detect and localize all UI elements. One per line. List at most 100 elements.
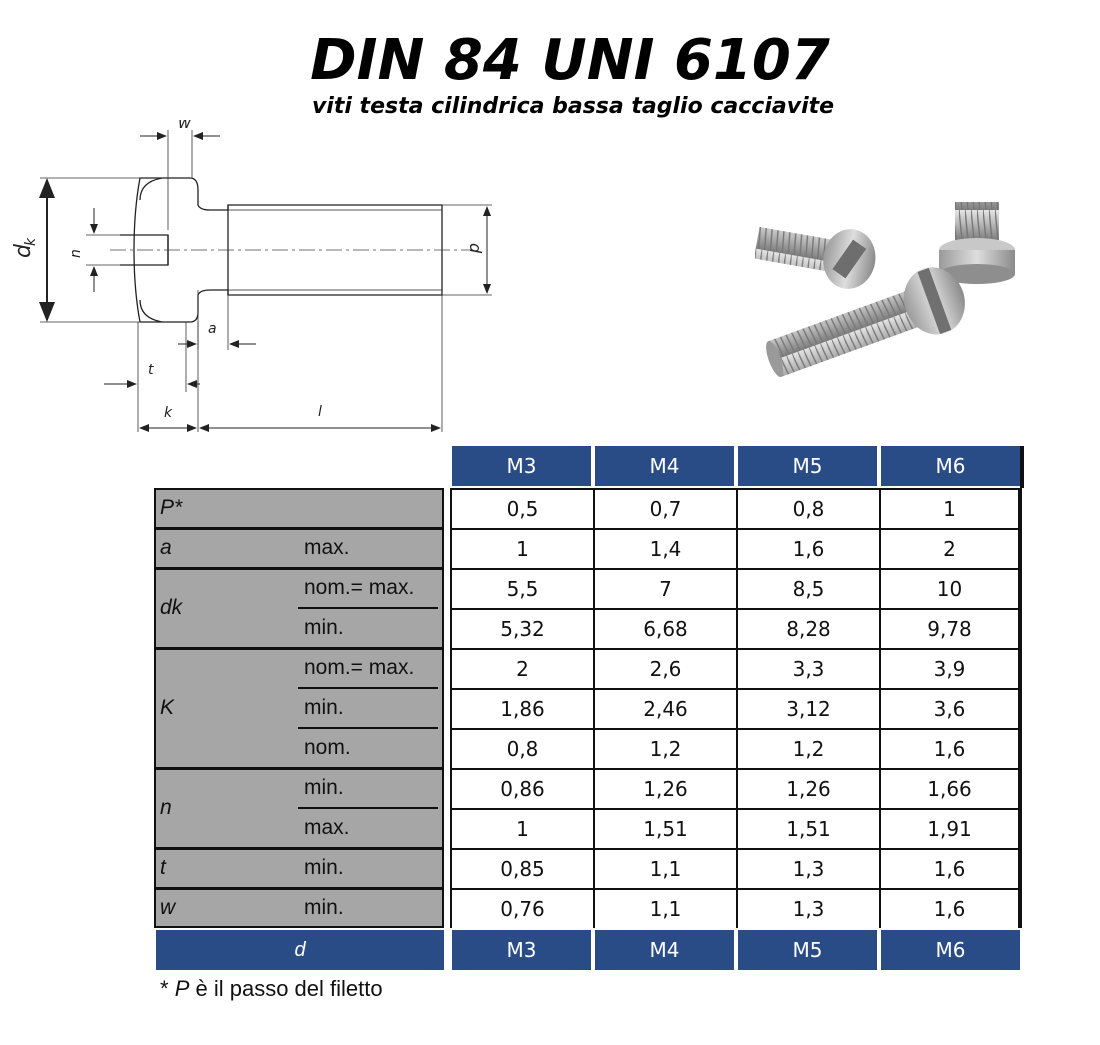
footnote: * P è il passo del filetto <box>160 976 383 1002</box>
table-value-cell: 0,8 <box>450 728 593 768</box>
sublabel-separator <box>298 887 438 889</box>
sublabel-separator <box>298 727 438 729</box>
table-footer-label: d <box>156 930 444 970</box>
label-column-bg <box>154 488 444 928</box>
table-value-cell: 7 <box>593 568 736 608</box>
table-footer-size: M6 <box>881 930 1020 970</box>
table-value-cell: 1,6 <box>879 888 1022 928</box>
page-subtitle: viti testa cilindrica bassa taglio cacci… <box>311 94 835 119</box>
table-value-cell: 2 <box>450 648 593 688</box>
dim-label-dk-sub: k <box>23 237 39 246</box>
table-value-cell: 1,66 <box>879 768 1022 808</box>
sublabel-separator <box>298 847 438 849</box>
table-footer-size: M4 <box>595 930 734 970</box>
table-value-cell: 1,1 <box>593 848 736 888</box>
sublabel-separator <box>298 527 438 529</box>
table-value-cell: 1,2 <box>593 728 736 768</box>
row-sublabel: min. <box>304 856 344 879</box>
table-value-cell: 1,1 <box>593 888 736 928</box>
table-header-size: M6 <box>881 446 1020 486</box>
footnote-text: è il passo del filetto <box>189 976 383 1001</box>
sublabel-separator <box>298 687 438 689</box>
row-sublabel: nom. <box>304 736 351 759</box>
row-sublabel: max. <box>304 536 350 559</box>
table-value-cell: 3,9 <box>879 648 1022 688</box>
table-value-cell: 0,85 <box>450 848 593 888</box>
table-value-cell: 1,6 <box>879 728 1022 768</box>
sublabel-separator <box>298 807 438 809</box>
table-value-cell: 8,28 <box>736 608 879 648</box>
row-symbol: K <box>160 696 175 719</box>
table-value-cell: 0,5 <box>450 488 593 528</box>
table-value-cell: 1,91 <box>879 808 1022 848</box>
row-symbol: P* <box>160 496 183 519</box>
table-value-cell: 2 <box>879 528 1022 568</box>
dim-label-w: w <box>178 120 192 132</box>
table-value-cell: 9,78 <box>879 608 1022 648</box>
row-symbol: w <box>160 896 176 919</box>
row-sublabel: min. <box>304 616 344 639</box>
table-header-size: M3 <box>452 446 591 486</box>
table-value-cell: 5,32 <box>450 608 593 648</box>
table-value-cell: 1,51 <box>736 808 879 848</box>
table-value-cell: 1,6 <box>879 848 1022 888</box>
table-value-cell: 1,4 <box>593 528 736 568</box>
row-symbol: dk <box>160 596 183 619</box>
dim-label-l: l <box>318 404 322 420</box>
screw-technical-drawing: w d k n d a t k l <box>11 120 492 432</box>
table-value-cell: 3,6 <box>879 688 1022 728</box>
dim-label-n: n <box>68 249 84 258</box>
table-footer-size: M3 <box>452 930 591 970</box>
table-value-cell: 3,3 <box>736 648 879 688</box>
table-value-cell: 1 <box>879 488 1022 528</box>
row-symbol: a <box>160 536 172 559</box>
table-value-cell: 1,3 <box>736 888 879 928</box>
row-sublabel: nom.= max. <box>304 656 415 679</box>
sublabel-separator <box>298 567 438 569</box>
table-value-cell: 6,68 <box>593 608 736 648</box>
table-value-cell: 2,46 <box>593 688 736 728</box>
row-symbol: n <box>160 796 172 819</box>
table-value-cell: 1,51 <box>593 808 736 848</box>
row-sublabel: max. <box>304 816 350 839</box>
table-value-cell: 1 <box>450 808 593 848</box>
table-value-cell: 1,86 <box>450 688 593 728</box>
table-header-size: M5 <box>738 446 877 486</box>
row-sublabel: min. <box>304 896 344 919</box>
dim-label-k: k <box>164 405 173 421</box>
table-header-size: M4 <box>595 446 734 486</box>
table-value-cell: 1,6 <box>736 528 879 568</box>
screw-product-photo <box>755 202 1015 378</box>
table-value-cell: 1,2 <box>736 728 879 768</box>
table-value-cell: 5,5 <box>450 568 593 608</box>
table-value-cell: 3,12 <box>736 688 879 728</box>
row-symbol: t <box>160 856 166 879</box>
table-value-cell: 0,86 <box>450 768 593 808</box>
dim-label-dk: d <box>11 243 36 258</box>
footnote-star: * <box>160 976 175 1001</box>
row-sublabel: min. <box>304 696 344 719</box>
table-value-cell: 1,3 <box>736 848 879 888</box>
table-value-cell: 2,6 <box>593 648 736 688</box>
dim-label-a: a <box>208 321 217 337</box>
sublabel-separator <box>298 767 438 769</box>
footnote-symbol: P <box>174 976 190 1001</box>
table-value-cell: 0,7 <box>593 488 736 528</box>
sublabel-separator <box>298 647 438 649</box>
row-sublabel: nom.= max. <box>304 576 415 599</box>
dim-label-t: t <box>148 362 154 378</box>
table-value-cell: 1 <box>450 528 593 568</box>
table-value-cell: 1,26 <box>593 768 736 808</box>
table-value-cell: 10 <box>879 568 1022 608</box>
page-title: DIN 84 UNI 6107 <box>310 28 830 93</box>
table-value-cell: 0,76 <box>450 888 593 928</box>
table-value-cell: 1,26 <box>736 768 879 808</box>
table-value-cell: 8,5 <box>736 568 879 608</box>
dim-label-d: d <box>466 243 485 254</box>
row-sublabel: min. <box>304 776 344 799</box>
sublabel-separator <box>298 607 438 609</box>
table-value-cell: 0,8 <box>736 488 879 528</box>
table-right-border <box>1020 446 1024 488</box>
table-footer-size: M5 <box>738 930 877 970</box>
